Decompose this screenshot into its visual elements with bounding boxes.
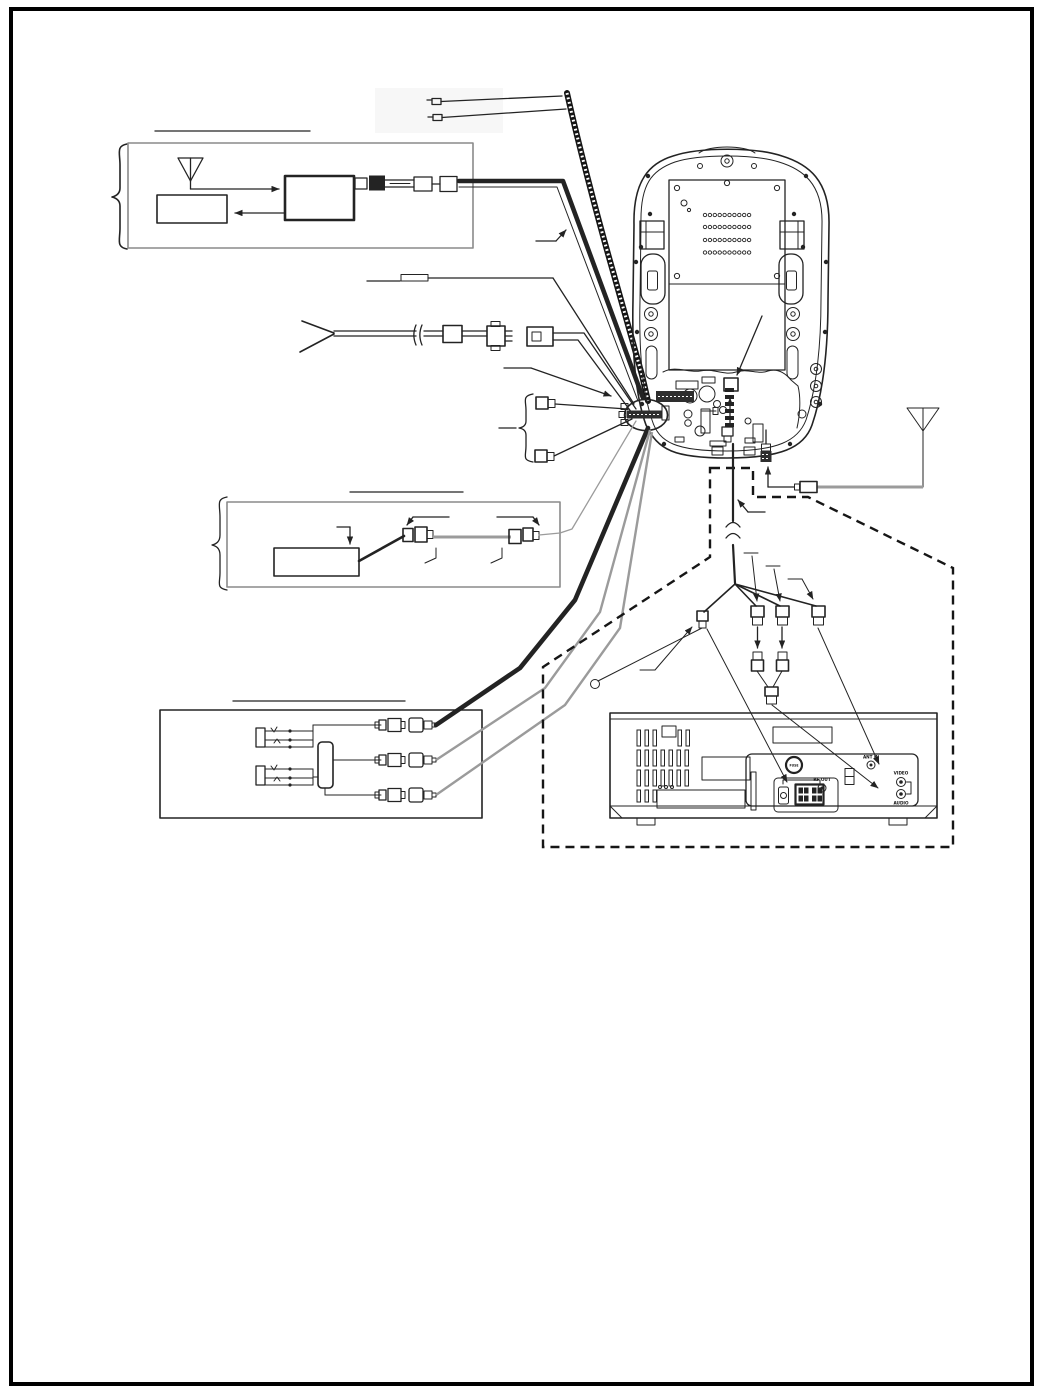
dashed-install-zone — [541, 466, 955, 849]
hub-leader — [503, 367, 612, 397]
av-drop-cable — [590, 442, 880, 789]
rca-plug-b — [775, 605, 790, 626]
callout-box-modulator — [111, 130, 474, 250]
fuse-label: FUSE — [790, 763, 799, 767]
fuse-holder: FUSE — [784, 755, 804, 775]
rca-output-mid — [374, 752, 437, 768]
av-jack — [723, 377, 739, 392]
ir-sensor-eye — [590, 679, 600, 689]
page-border — [9, 7, 1034, 1386]
connector-2pin-male — [486, 321, 513, 351]
rca-jack-a — [750, 651, 765, 672]
rf-out-label: RF OUT — [813, 777, 831, 782]
mount-brackets — [638, 211, 806, 250]
port-rf-out: RF OUT — [813, 777, 831, 793]
coiled-cable — [535, 90, 651, 404]
junction-block — [317, 741, 334, 789]
vent-slots — [636, 729, 690, 803]
case-screws — [633, 163, 829, 447]
connector-2pin-female — [526, 326, 554, 347]
antenna-icon — [906, 407, 940, 488]
power-switch — [778, 786, 789, 805]
vent-holes — [702, 212, 752, 255]
callout-box-rf-kit — [211, 420, 637, 591]
schematic-box-small — [156, 194, 228, 224]
single-wire — [366, 274, 635, 405]
antenna-icon — [177, 157, 204, 190]
headphone-jack-1 — [255, 726, 314, 749]
connection-panel — [745, 753, 919, 807]
audio-label: AUDIO — [893, 801, 909, 806]
av-plug — [721, 426, 734, 437]
rear-panel — [668, 179, 786, 371]
mini-din-connector — [590, 610, 709, 689]
monitor-rear-view — [618, 146, 830, 462]
rf-device-box — [273, 547, 360, 577]
ir-connector-pair — [498, 393, 633, 463]
rca-plug-c — [811, 605, 826, 626]
audio-cables-to-hub — [433, 425, 654, 796]
port-video: VIDEO — [894, 771, 909, 787]
main-av-cable — [456, 178, 646, 402]
antenna-feed-plug — [760, 429, 772, 462]
modulator-cable-connectors — [354, 175, 458, 193]
power-lead-wires — [426, 95, 567, 122]
headphone-jack-2 — [255, 764, 314, 787]
power-harness — [299, 320, 637, 414]
tuner-rear-view: FUSE ANT IN RF OUT VIDEO — [609, 712, 938, 826]
y-adapter — [764, 686, 779, 705]
roof-antenna — [764, 407, 940, 494]
schematic-box-large — [283, 174, 356, 222]
video-label: VIDEO — [894, 771, 909, 776]
callout-box-headphone-jacks — [159, 700, 483, 819]
port-ant-in: ANT IN — [863, 755, 880, 770]
pcb-area — [656, 315, 801, 447]
port-audio: AUDIO — [893, 789, 909, 806]
rca-jack-b — [775, 651, 790, 672]
rca-output-bottom — [374, 787, 437, 803]
rca-plug-a — [750, 605, 765, 626]
side-slots — [640, 253, 822, 419]
ant-in-label: ANT IN — [863, 755, 880, 760]
faded-label-area — [375, 88, 503, 133]
rca-output-top — [374, 717, 437, 733]
ferrite-bead — [442, 324, 463, 344]
dip-switch-block — [782, 779, 825, 806]
